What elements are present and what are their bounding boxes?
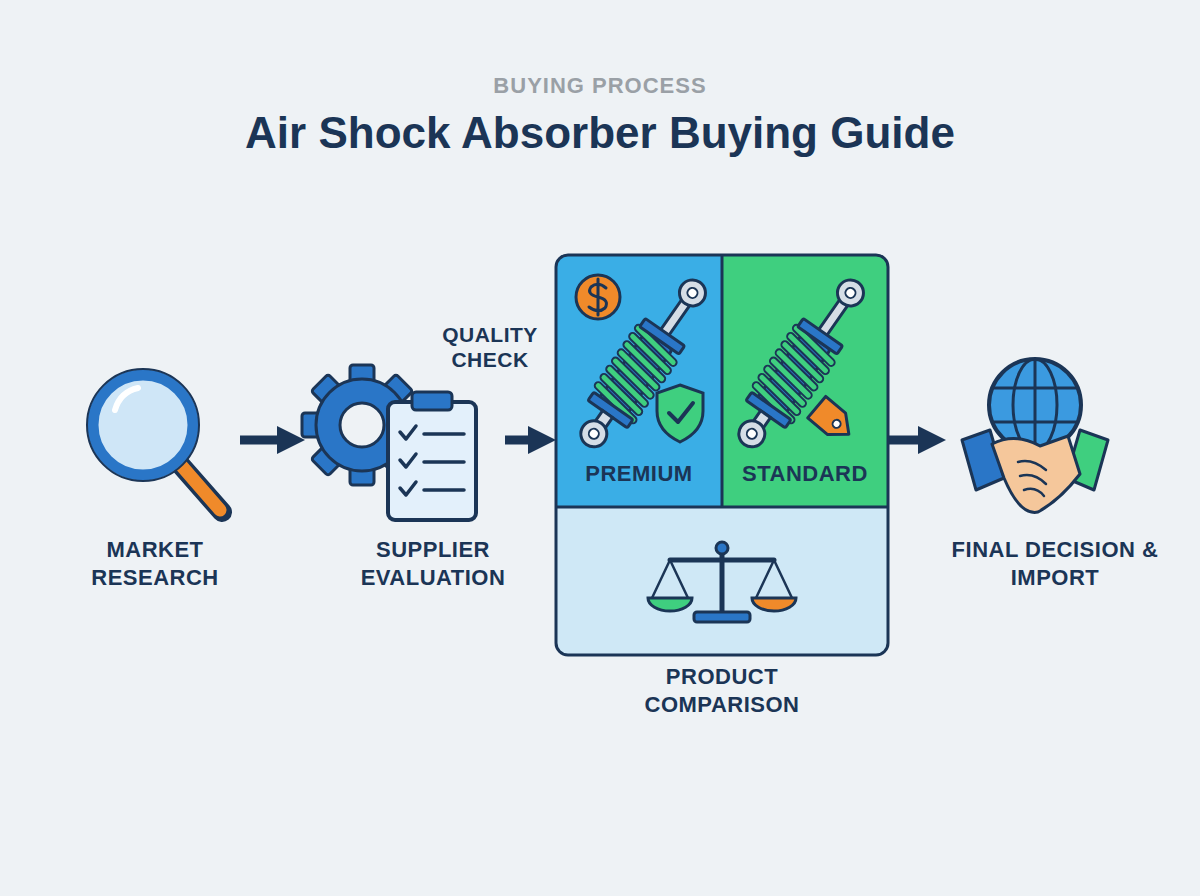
globe-icon-part-part	[985, 387, 1085, 390]
clipboard-icon-part	[388, 402, 476, 520]
step-node: MARKET RESEARCH	[70, 360, 240, 595]
node-label: PREMIUM	[564, 460, 714, 488]
gear-icon-part	[340, 403, 384, 447]
comparison-panel-node: PRODUCT COMPARISON PREMIUM STANDARD	[556, 255, 888, 720]
premium-shock-part	[576, 275, 620, 319]
node-label: PRODUCT COMPARISON	[622, 663, 822, 718]
clipboard-icon	[388, 392, 476, 520]
premium-shock-part	[669, 403, 693, 422]
diagram-title: Air Shock Absorber Buying Guide	[0, 108, 1200, 158]
step-node: SUPPLIER EVALUATION	[305, 360, 505, 595]
handshake-icon-part	[992, 436, 1080, 512]
comparison-panel-part-part	[556, 255, 722, 507]
clipboard-icon-part	[424, 434, 464, 490]
magnifier-icon	[87, 369, 222, 512]
magnifier-icon-part	[180, 464, 220, 510]
handshake-icon-part	[1018, 461, 1046, 496]
premium-shock	[567, 268, 720, 458]
magnifier-icon-part	[115, 388, 138, 410]
magnifier-icon-part	[87, 369, 199, 481]
comparison-panel-part-part	[722, 255, 888, 507]
balance-scale-part	[752, 598, 796, 611]
comparison-panel-part-part	[556, 507, 888, 655]
premium-shock-part	[657, 385, 703, 442]
globe-icon-part-part	[985, 421, 1085, 424]
standard-shock	[725, 268, 878, 458]
balance-scale-part	[716, 542, 728, 554]
node-label: MARKET RESEARCH	[80, 536, 230, 591]
flow-arrow	[888, 436, 918, 445]
handshake-icon	[962, 430, 1108, 512]
section-label: BUYING PROCESS	[0, 73, 1200, 99]
balance-scale	[648, 542, 796, 622]
standard-cell: STANDARD	[722, 255, 888, 507]
node-label: SUPPLIER EVALUATION	[348, 536, 518, 591]
globe-icon-part-part	[1034, 355, 1037, 455]
step-node: FINAL DECISION & IMPORT	[946, 360, 1164, 595]
standard-shock-part	[725, 268, 878, 458]
edge-label: QUALITY CHECK	[428, 322, 552, 372]
magnifier-icon-part	[178, 462, 222, 512]
comparison-panel-part	[721, 255, 724, 507]
flow-arrow	[505, 436, 528, 445]
premium-shock-part	[589, 279, 606, 315]
node-label: FINAL DECISION & IMPORT	[950, 536, 1160, 591]
comparison-panel	[556, 255, 888, 655]
comparison-panel-part	[556, 506, 888, 509]
flow-arrow	[240, 436, 277, 445]
clipboard-icon-part	[412, 392, 452, 410]
comparison-panel-part	[556, 255, 888, 655]
premium-cell: PREMIUM	[556, 255, 722, 507]
balance-scale-part	[652, 560, 792, 598]
comparison-panel-part	[556, 255, 888, 655]
clipboard-icon-part	[400, 426, 416, 495]
premium-shock-part	[567, 268, 720, 458]
balance-scale-part	[694, 612, 750, 622]
magnifier-icon-part	[93, 375, 193, 475]
standard-shock-part-part	[808, 396, 858, 444]
node-label: STANDARD	[730, 460, 880, 488]
standard-shock-part-part	[831, 418, 842, 429]
balance-scale-part	[670, 558, 774, 563]
balance-scale-part	[648, 598, 692, 611]
standard-shock-part	[808, 396, 858, 444]
